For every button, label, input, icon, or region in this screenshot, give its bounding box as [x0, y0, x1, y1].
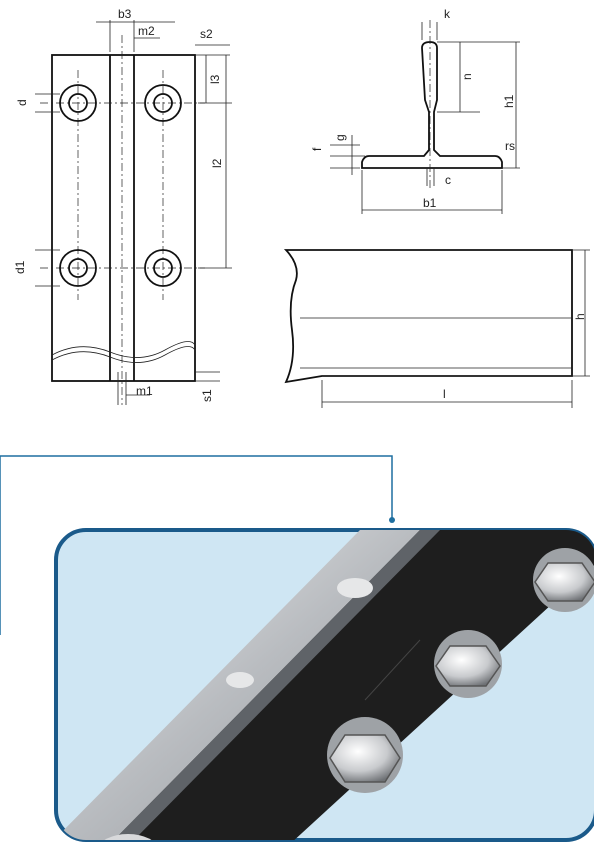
label-d1: d1 — [13, 260, 27, 274]
fishplate-outline — [51, 54, 196, 382]
photo-panel — [54, 528, 594, 842]
bolt — [533, 548, 594, 612]
cross-section: k n h1 f g rs c b1 — [310, 7, 520, 214]
front-view: b3 m2 s2 l3 l2 d d1 m1 s1 — [13, 7, 232, 405]
label-s1: s1 — [200, 389, 214, 402]
label-h: h — [573, 313, 587, 320]
label-d: d — [15, 99, 29, 106]
label-l3: l3 — [208, 74, 222, 84]
bolt-hole — [144, 249, 182, 287]
label-h1: h1 — [502, 94, 516, 108]
fishplate — [90, 530, 594, 840]
label-k: k — [444, 7, 451, 21]
label-g: g — [333, 134, 347, 141]
label-m1: m1 — [136, 384, 153, 398]
label-m2: m2 — [138, 24, 155, 38]
bolt — [327, 717, 403, 793]
rail-side — [283, 249, 573, 384]
label-l: l — [443, 387, 446, 401]
label-b1: b1 — [423, 196, 437, 210]
break-line — [51, 341, 196, 358]
label-f: f — [310, 147, 324, 151]
label-n: n — [460, 73, 474, 80]
bolt-hole — [144, 84, 182, 122]
label-rs: rs — [505, 139, 515, 153]
bolt — [434, 630, 502, 698]
label-s2: s2 — [200, 27, 213, 41]
callout-line — [0, 455, 395, 635]
label-l2: l2 — [210, 158, 224, 168]
side-view: h l — [283, 249, 590, 408]
label-c: c — [445, 173, 451, 187]
bolt-hole — [59, 249, 97, 287]
t-profile — [361, 41, 503, 169]
bolt-hole — [59, 84, 97, 122]
label-b3: b3 — [118, 7, 132, 21]
